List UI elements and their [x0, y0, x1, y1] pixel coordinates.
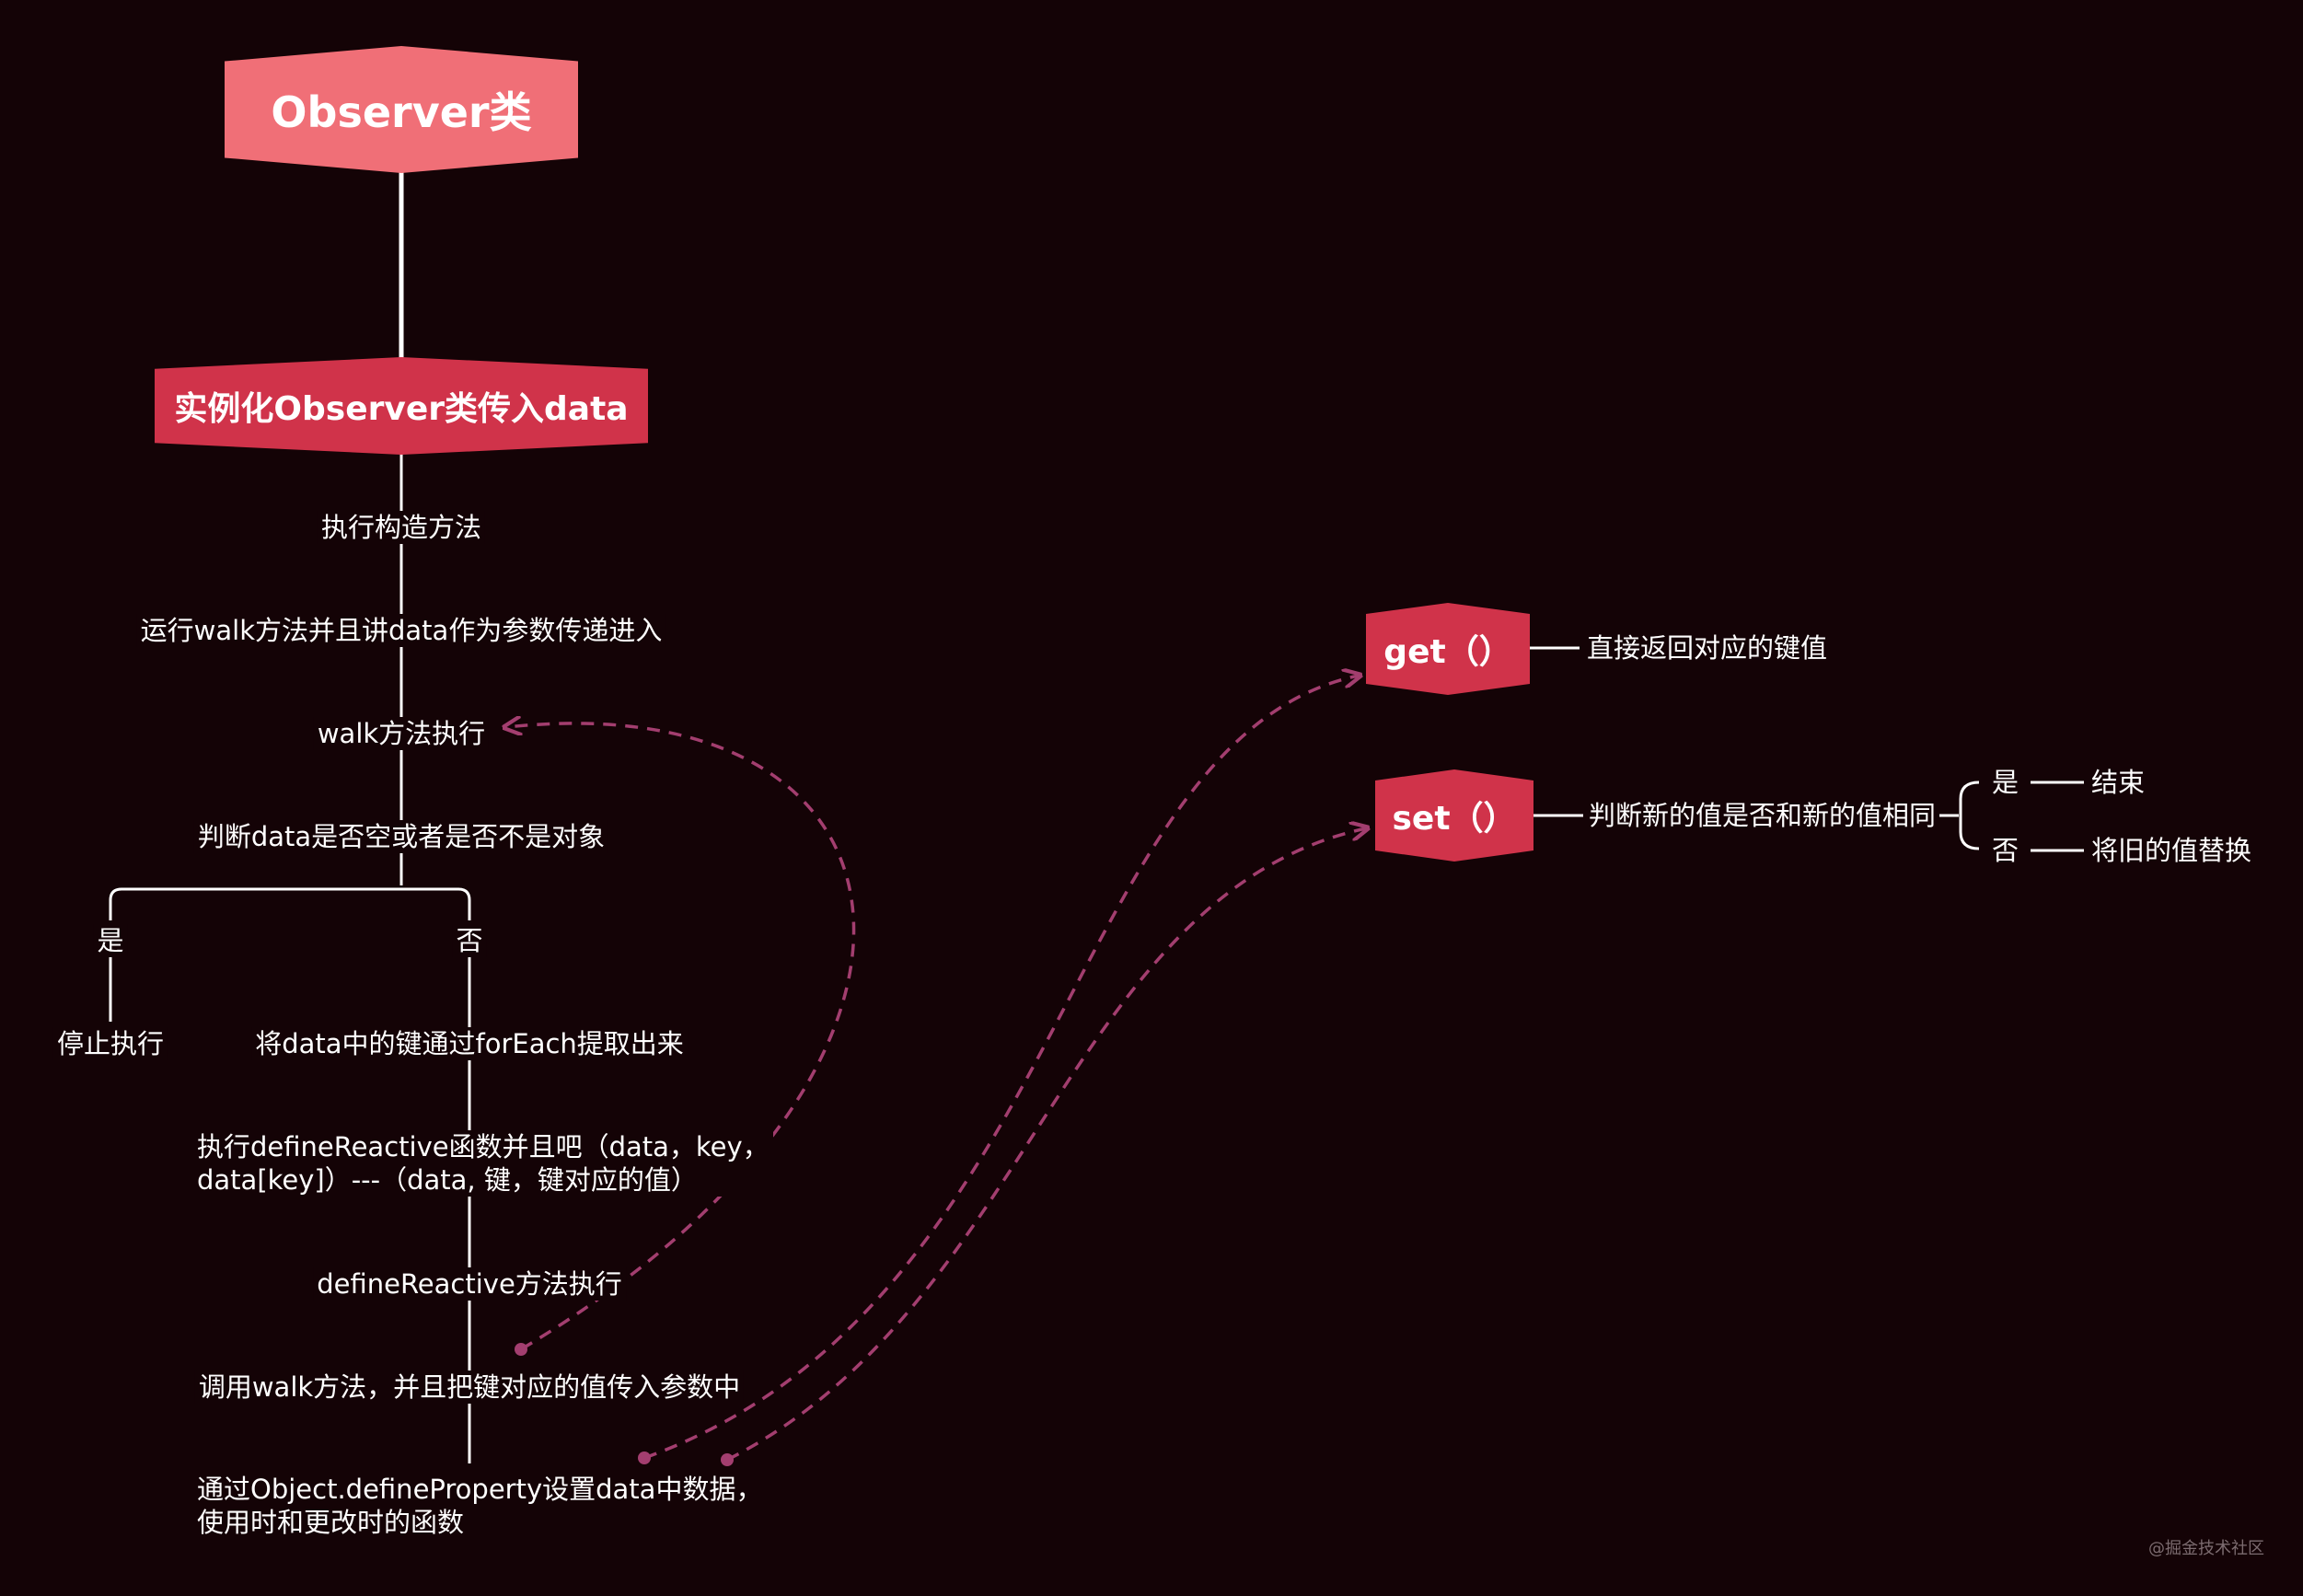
instance-node[interactable]: 实例化Observer类传入data [155, 357, 648, 455]
dashed-to-get [643, 676, 1359, 1460]
set-no-label: 否 [1988, 834, 2023, 867]
step-walk-exec: walk方法执行 [313, 717, 490, 750]
set-no-result: 将旧的值替换 [2088, 834, 2256, 867]
step-define-prop-line-2: 使用时和更改时的函数 [197, 1507, 465, 1538]
set-desc: 判断新的值是否和新的值相同 [1585, 799, 1940, 832]
set-yes-result: 结束 [2088, 766, 2149, 799]
step-constructor: 执行构造方法 [317, 511, 486, 544]
step-define-prop: 通过Object.defineProperty设置data中数据， 使用时和更改… [193, 1473, 767, 1539]
step-call-walk: 调用walk方法，并且把键对应的值传入参数中 [194, 1370, 745, 1404]
step-define-prop-line-1: 通过Object.defineProperty设置data中数据， [197, 1474, 763, 1505]
get-desc: 直接返回对应的键值 [1583, 631, 1832, 665]
dashed-to-set [726, 828, 1366, 1462]
step-foreach: 将data中的键通过forEach提取出来 [251, 1027, 688, 1060]
watermark: @掘金技术社区 [2148, 1539, 2264, 1558]
step-define-call-line-1: 执行defineReactive函数并且吧（data，key， [197, 1131, 770, 1162]
dashed-start-dot-2 [638, 1451, 651, 1464]
step-run-walk: 运行walk方法并且讲data作为参数传递进入 [136, 614, 666, 647]
set-node[interactable]: set（） [1375, 769, 1533, 862]
step-judge-data: 判断data是否空或者是否不是对象 [193, 820, 609, 853]
step-define-call-line-2: data[key]）---（data, 键，键对应的值） [197, 1164, 698, 1196]
set-brace [1959, 781, 1980, 850]
dashed-walk-back [506, 723, 856, 1351]
branch-no-label: 否 [452, 924, 487, 957]
set-yes-label: 是 [1988, 766, 2023, 799]
root-node[interactable]: Observer类 [225, 46, 578, 173]
branch-bracket [109, 887, 471, 920]
step-define-exec: defineReactive方法执行 [313, 1267, 626, 1301]
dashed-start-dot-3 [721, 1453, 734, 1466]
step-define-call: 执行defineReactive函数并且吧（data，key， data[key… [193, 1130, 773, 1197]
step-stop: 停止执行 [52, 1027, 168, 1060]
get-node[interactable]: get（） [1366, 603, 1530, 695]
branch-yes-label: 是 [93, 924, 128, 957]
dashed-start-dot-1 [515, 1343, 527, 1356]
